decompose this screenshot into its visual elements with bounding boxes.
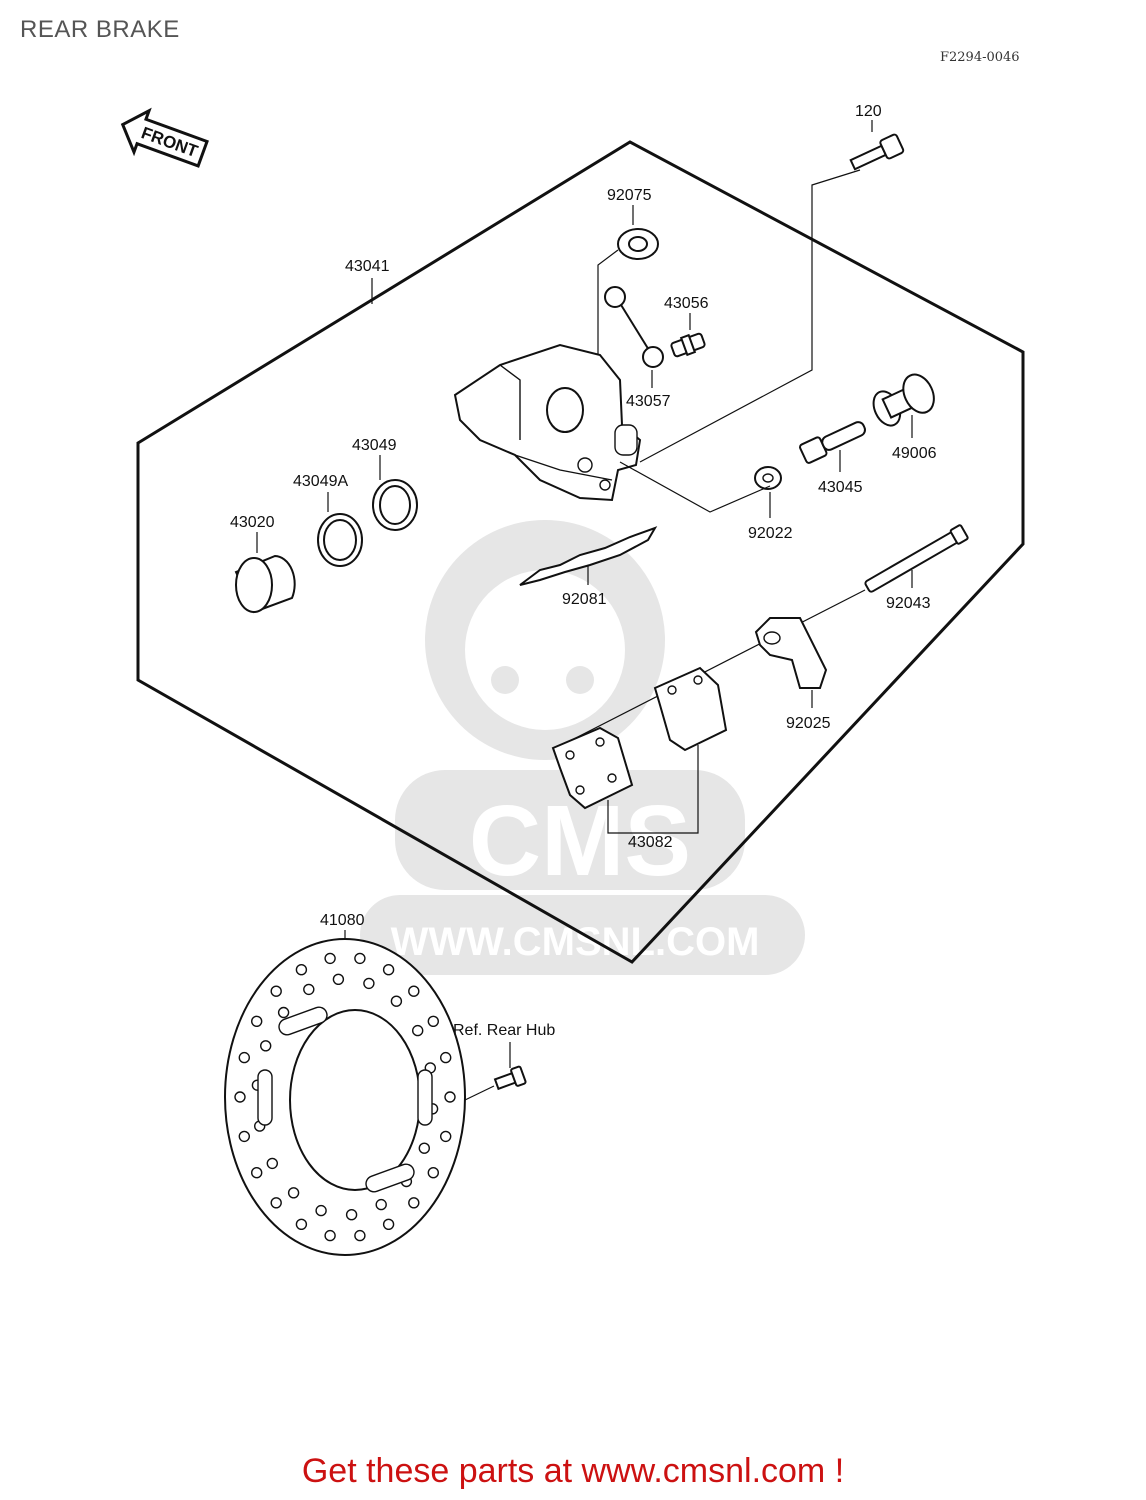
part-label-43020: 43020 <box>230 514 275 531</box>
disc-hole <box>390 995 403 1007</box>
pin-92043 <box>864 524 969 593</box>
watermark: CMS WWW.CMSNL.COM <box>360 520 805 975</box>
part-label-43082: 43082 <box>628 834 673 851</box>
disc-hole <box>363 977 375 990</box>
disc-hole <box>270 1197 282 1209</box>
part-label-43056: 43056 <box>664 295 709 312</box>
disc-hole <box>270 985 282 997</box>
brake-disc-41080 <box>224 938 466 1256</box>
disc-hole <box>345 1208 358 1221</box>
link-43057 <box>604 286 664 368</box>
disc-hole <box>260 1040 272 1052</box>
disc-hole <box>315 1204 327 1217</box>
disc-hole <box>324 952 336 965</box>
exploded-parts-diagram: CMS WWW.CMSNL.COM FRONT 43041 120 92075 … <box>120 103 1025 1256</box>
part-label-92075: 92075 <box>607 187 652 204</box>
disc-hole <box>324 1229 336 1242</box>
disc-hole <box>354 1229 366 1242</box>
disc-hole <box>234 1091 246 1103</box>
part-label-43041: 43041 <box>345 258 390 275</box>
buy-parts-link[interactable]: Get these parts at www.cmsnl.com ! <box>301 1452 845 1490</box>
caliper-assembly-boundary <box>136 140 1025 964</box>
disc-hole <box>295 964 308 976</box>
part-label-92081: 92081 <box>562 591 607 608</box>
part-label-43057: 43057 <box>626 393 671 410</box>
watermark-url: WWW.CMSNL.COM <box>391 920 760 964</box>
washer-92022 <box>754 466 782 490</box>
brake-pad-rear-43082 <box>653 666 728 752</box>
part-label-120: 120 <box>855 103 882 120</box>
disc-hole <box>251 1015 263 1027</box>
disc-hole <box>238 1051 251 1064</box>
disc-hole <box>408 1197 420 1209</box>
disc-hole <box>382 1218 395 1231</box>
disc-hole <box>440 1130 452 1143</box>
part-label-43049: 43049 <box>352 437 397 454</box>
disc-hole <box>332 973 345 985</box>
bleeder-valve-43056 <box>670 332 706 358</box>
disc-hole <box>277 1006 290 1019</box>
disc-bolt <box>493 1065 527 1091</box>
disc-hole <box>266 1157 278 1170</box>
part-label-41080: 41080 <box>320 912 365 929</box>
part-label-92025: 92025 <box>786 715 831 732</box>
part-label-92043: 92043 <box>886 595 931 612</box>
disc-hole <box>440 1051 452 1064</box>
disc-hole <box>295 1218 308 1231</box>
piston-43020 <box>234 554 296 614</box>
disc-hole <box>427 1166 439 1179</box>
part-label-49006: 49006 <box>892 445 937 462</box>
disc-hole <box>303 983 315 996</box>
disc-hole <box>251 1166 263 1179</box>
part-label-43045: 43045 <box>818 479 863 496</box>
disc-hole <box>238 1130 251 1143</box>
front-direction-arrow: FRONT <box>120 107 209 168</box>
ref-rear-hub-note: Ref. Rear Hub <box>453 1022 555 1039</box>
reference-code: F2294-0046 <box>940 50 1020 65</box>
disc-hole <box>444 1091 456 1103</box>
disc-hole <box>412 1024 424 1037</box>
disc-hole <box>418 1142 430 1154</box>
disc-hole <box>375 1198 387 1211</box>
disc-hole <box>382 964 395 976</box>
brake-pad-front-43082 <box>551 726 634 810</box>
page-title: REAR BRAKE <box>20 16 180 43</box>
disc-hole <box>354 952 366 965</box>
collar-49006 <box>872 373 935 427</box>
disc-hole <box>427 1015 439 1027</box>
seal-92075 <box>617 228 659 260</box>
anti-rattle-spring-92025 <box>754 617 828 689</box>
spring-92081 <box>519 526 658 586</box>
part-label-43049A: 43049A <box>293 473 348 490</box>
watermark-brand-block <box>395 770 745 890</box>
caliper-body <box>453 343 642 502</box>
part-label-92022: 92022 <box>748 525 793 542</box>
pin-43045 <box>799 421 866 464</box>
bolt-120 <box>849 133 905 171</box>
disc-hole <box>408 985 420 997</box>
disc-hole <box>287 1187 300 1199</box>
